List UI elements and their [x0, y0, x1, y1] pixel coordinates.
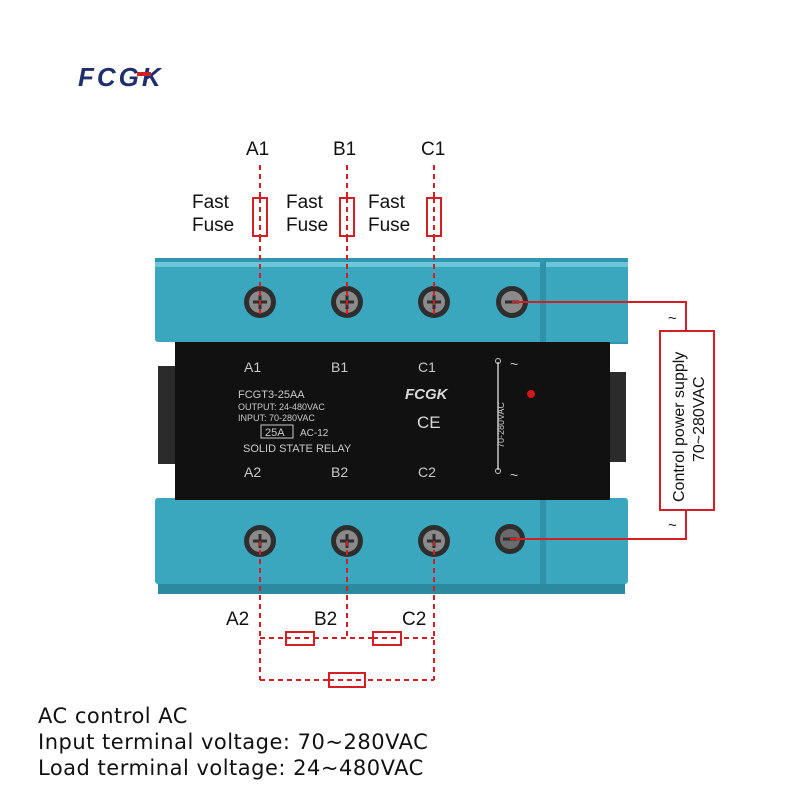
- housing-bottom-rail: [155, 498, 628, 584]
- status-led: [527, 390, 535, 398]
- panel-brand: FCGK: [405, 386, 449, 403]
- panel-label-a2: A2: [244, 464, 261, 480]
- panel-output: OUTPUT: 24-480VAC: [238, 402, 325, 412]
- note-load-voltage: Load terminal voltage: 24~480VAC: [38, 756, 424, 780]
- housing-bottom-base: [158, 584, 625, 594]
- label-a2: A2: [226, 609, 249, 630]
- panel-label-c2: C2: [418, 464, 436, 480]
- load-fuse-inner-dashes: [286, 637, 401, 681]
- panel-model: FCGT3-25AA: [238, 389, 305, 401]
- fuse-inner-dashes: [259, 198, 435, 236]
- fuse-label-a-line2: Fuse: [192, 215, 234, 236]
- label-b2: B2: [314, 609, 337, 630]
- wiring-top: [259, 165, 435, 318]
- panel-tilde-bottom: ~: [510, 467, 518, 483]
- housing-top-rail: [155, 262, 628, 342]
- logo-text: FCGK: [78, 62, 164, 92]
- front-panel: [175, 342, 610, 500]
- control-supply-line2: 70~280VAC: [691, 376, 708, 462]
- logo-accent-mark: [137, 72, 151, 76]
- label-a1: A1: [246, 139, 269, 160]
- fuse-label-b-line1: Fast: [286, 192, 324, 213]
- panel-rating-box: [260, 424, 294, 439]
- label-c1: C1: [421, 139, 445, 160]
- panel-control-dot-top: [495, 358, 501, 364]
- panel-category: AC-12: [300, 428, 329, 439]
- panel-type: SOLID STATE RELAY: [243, 443, 352, 455]
- control-supply-line1: Control power supply: [671, 352, 688, 502]
- panel-label-b2: B2: [331, 464, 348, 480]
- panel-label-a1: A1: [244, 359, 261, 375]
- relay-housing: [155, 258, 628, 594]
- panel-label-c1: C1: [418, 359, 436, 375]
- control-supply-box: [659, 330, 715, 511]
- wire-control-top: [512, 301, 687, 331]
- housing-bottom-side-notch: [540, 498, 546, 584]
- panel-control-dot-bottom: [495, 468, 501, 474]
- panel-rating: 25A: [265, 427, 285, 439]
- panel-tilde-top: ~: [510, 356, 518, 372]
- load-fuses-bottom: [285, 631, 402, 688]
- brand-logo: FCGK: [78, 62, 164, 92]
- label-c2: C2: [402, 609, 426, 630]
- note-control-type: AC control AC: [38, 704, 188, 728]
- panel-control-voltage: 70-280VAC: [496, 402, 506, 448]
- panel-input: INPUT: 70-280VAC: [238, 413, 315, 423]
- wire-control-bottom: [510, 510, 687, 540]
- panel-ce-mark: CE: [417, 413, 441, 432]
- note-input-voltage: Input terminal voltage: 70~280VAC: [38, 730, 429, 754]
- housing-top-highlight: [155, 262, 628, 267]
- wiring-control: [510, 301, 715, 540]
- control-tilde-top: ~: [668, 310, 677, 327]
- panel-text: A1 B1 C1 A2 B2 C2 FCGT3-25AA OUTPUT: 24-…: [238, 356, 518, 483]
- panel-label-b1: B1: [331, 359, 348, 375]
- control-tilde-bottom: ~: [668, 517, 677, 534]
- fuse-label-c-line1: Fast: [368, 192, 406, 213]
- fuse-label-b-line2: Fuse: [286, 215, 328, 236]
- label-b1: B1: [333, 139, 356, 160]
- fuse-label-c-line2: Fuse: [368, 215, 410, 236]
- fuse-label-a-line1: Fast: [192, 192, 230, 213]
